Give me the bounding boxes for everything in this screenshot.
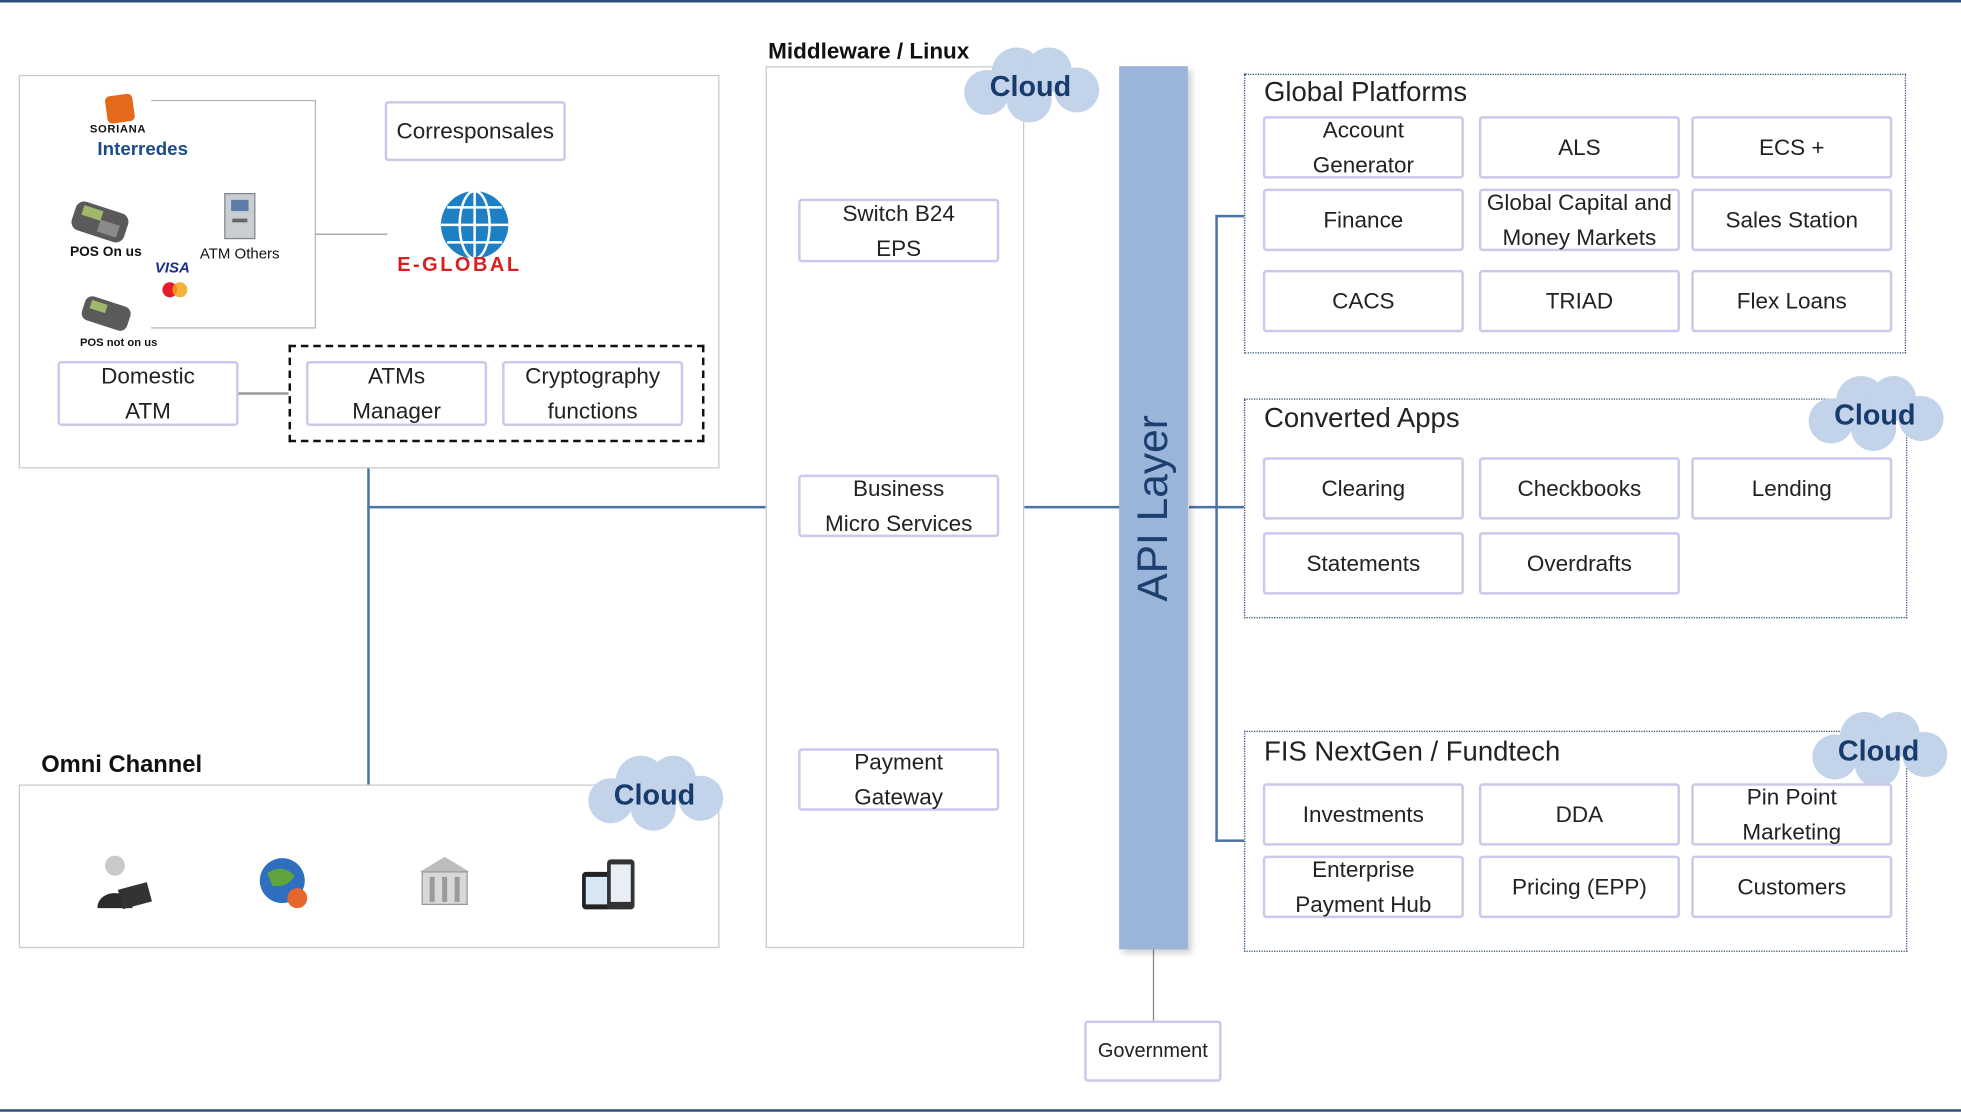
bank-branch-icon	[415, 854, 475, 918]
domestic-to-dashed-line	[238, 392, 289, 395]
customers-box: Customers	[1691, 855, 1893, 919]
connector-middleware-to-api	[1024, 505, 1121, 509]
omni-cloud-icon: Cloud	[583, 753, 725, 833]
visa-logo: VISA	[154, 258, 190, 277]
pos-terminal-not-on-us-icon	[77, 295, 137, 341]
middleware-title: Middleware / Linux	[768, 38, 970, 64]
call-center-agent-icon	[90, 853, 155, 919]
atm-machine-icon	[220, 191, 260, 247]
sales-station-box: Sales Station	[1691, 188, 1893, 252]
top-border-line	[0, 0, 1961, 3]
api-layer-bar: API Layer	[1119, 66, 1188, 950]
bottom-border-line	[0, 1109, 1961, 1112]
connector-to-global	[1215, 214, 1246, 218]
pos-not-on-us-label: POS not on us	[79, 336, 158, 349]
connector-to-fis	[1215, 839, 1246, 842]
soriana-logo-icon	[104, 93, 136, 125]
enterprise-payment-hub-box: Enterprise Payment Hub	[1262, 855, 1464, 919]
finance-box: Finance	[1262, 188, 1464, 252]
triad-box: TRIAD	[1478, 269, 1680, 333]
bracket-to-eglobal-line	[316, 233, 388, 235]
mobile-devices-icon	[580, 857, 637, 918]
omni-cloud-label: Cloud	[613, 778, 696, 811]
connector-left-to-middleware	[367, 505, 766, 509]
converted-apps-cloud-label: Cloud	[1834, 398, 1916, 431]
fis-nextgen-title: FIS NextGen / Fundtech	[1264, 735, 1561, 767]
ecs-plus-box: ECS +	[1691, 116, 1893, 179]
switch-b24-eps-box: Switch B24 EPS	[798, 198, 1000, 263]
converted-apps-cloud-icon: Cloud	[1804, 373, 1946, 453]
middleware-cloud-icon: Cloud	[959, 45, 1101, 125]
corresponsales-box: Corresponsales	[384, 101, 566, 162]
cacs-box: CACS	[1262, 269, 1464, 333]
connector-api-to-government	[1152, 949, 1155, 1021]
fis-cloud-icon: Cloud	[1807, 710, 1949, 790]
government-box: Government	[1084, 1020, 1222, 1082]
omni-channel-title: Omni Channel	[41, 751, 203, 779]
global-platforms-title: Global Platforms	[1264, 76, 1468, 108]
global-capital-box: Global Capital and Money Markets	[1478, 188, 1680, 252]
lending-box: Lending	[1691, 457, 1893, 520]
eglobal-globe-icon	[437, 189, 512, 268]
domestic-atm-box: Domestic ATM	[57, 361, 239, 426]
pin-point-marketing-box: Pin Point Marketing	[1691, 783, 1893, 846]
middleware-cloud-label: Cloud	[989, 69, 1072, 103]
checkbooks-box: Checkbooks	[1478, 457, 1680, 520]
eglobal-logo-text: E-GLOBAL	[397, 254, 522, 277]
security-group-dashed	[288, 344, 705, 443]
api-layer-label: API Layer	[1129, 414, 1177, 602]
connector-right-vertical	[1215, 214, 1218, 842]
flex-loans-box: Flex Loans	[1691, 269, 1893, 333]
dda-box: DDA	[1478, 783, 1680, 846]
als-box: ALS	[1478, 116, 1680, 179]
internet-globe-icon	[255, 853, 315, 919]
payment-gateway-box: Payment Gateway	[798, 748, 1000, 811]
soriana-label: SORIANA	[89, 122, 147, 135]
cryptography-functions-box: Cryptography functions	[502, 361, 684, 426]
converted-apps-title: Converted Apps	[1264, 402, 1460, 434]
account-generator-box: Account Generator	[1262, 116, 1464, 179]
investments-box: Investments	[1262, 783, 1464, 846]
atm-others-label: ATM Others	[199, 244, 280, 263]
connector-left-vertical	[367, 467, 370, 785]
business-micro-services-box: Business Micro Services	[798, 474, 1000, 538]
interredes-label: Interredes	[97, 138, 189, 160]
channels-bracket	[151, 99, 317, 329]
pricing-epp-box: Pricing (EPP)	[1478, 855, 1680, 919]
pos-on-us-label: POS On us	[69, 244, 142, 260]
atms-manager-box: ATMs Manager	[306, 361, 488, 426]
clearing-box: Clearing	[1262, 457, 1464, 520]
pos-terminal-on-us-icon	[67, 200, 134, 254]
mastercard-logo-icon	[159, 281, 191, 305]
fis-cloud-label: Cloud	[1837, 734, 1920, 767]
statements-box: Statements	[1262, 532, 1464, 595]
overdrafts-box: Overdrafts	[1478, 532, 1680, 595]
